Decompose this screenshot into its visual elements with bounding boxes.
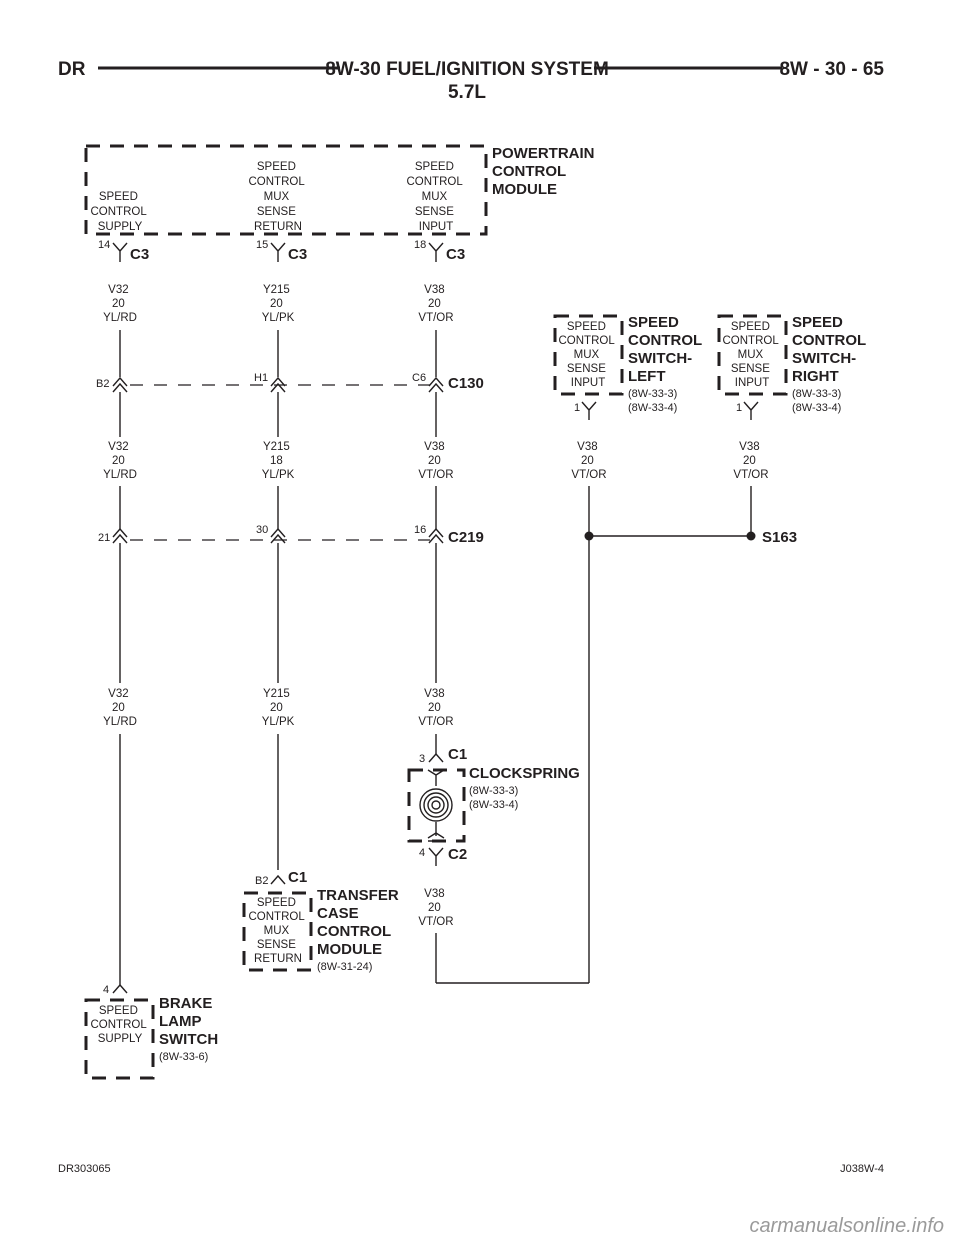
- footer-left: DR303065: [58, 1163, 111, 1175]
- tccm-c1-label: C1: [288, 869, 307, 886]
- svg-text:15: 15: [256, 239, 268, 251]
- clockspring-refs: (8W-33-3) (8W-33-4): [469, 785, 521, 811]
- pcm-pin-14: 14 C3: [98, 239, 149, 263]
- pcm-label: POWERTRAIN CONTROL MODULE: [492, 145, 599, 198]
- switch-right-refs: (8W-33-3) (8W-33-4): [792, 388, 844, 414]
- svg-text:C3: C3: [446, 246, 465, 263]
- page-header: DR 8W-30 FUEL/IGNITION SYSTEM 8W - 30 - …: [58, 59, 884, 103]
- clockspring-pin-4: [428, 847, 444, 866]
- pcm-func-return: SPEED CONTROL MUX SENSE RETURN: [248, 161, 307, 233]
- c130-pin-h1-label: H1: [254, 372, 268, 384]
- svg-text:14: 14: [98, 239, 110, 251]
- connector-c130: B2 H1 C6 C130: [96, 372, 484, 393]
- wire-label-y215-b: Y215 18 YL/PK: [262, 441, 295, 481]
- brake-lamp-switch: 4 SPEED CONTROL SUPPLY BRAKE LAMP SWITCH…: [84, 983, 218, 1080]
- tccm-pin-b2: [270, 874, 286, 885]
- clockspring-coil-icon: [419, 788, 453, 822]
- brake-label: BRAKE LAMP SWITCH: [159, 995, 218, 1048]
- splice-s163: S163: [584, 529, 797, 983]
- clockspring-pin-3-label: 3: [419, 753, 425, 765]
- switch-left-label: SPEED CONTROL SWITCH- LEFT: [628, 314, 706, 385]
- tccm-pin-b2-label: B2: [255, 875, 268, 887]
- tccm-func: SPEED CONTROL MUX SENSE RETURN: [248, 897, 307, 965]
- wire-label-v38-left: V38 20 VT/OR: [571, 441, 606, 481]
- splice-label: S163: [762, 529, 797, 546]
- wire-label-v38-d: V38 20 VT/OR: [418, 888, 453, 928]
- c130-label: C130: [448, 375, 484, 392]
- pcm-pin-18: 18 C3: [414, 239, 465, 263]
- header-right: 8W - 30 - 65: [779, 59, 884, 80]
- svg-text:C3: C3: [130, 246, 149, 263]
- clockspring-outline: [407, 768, 466, 843]
- c130-pin-h1: [270, 376, 286, 393]
- switch-right-func: SPEED CONTROL MUX SENSE INPUT: [722, 321, 781, 389]
- c130-pin-c6-label: C6: [412, 372, 426, 384]
- header-left: DR: [58, 59, 86, 80]
- c219-pin-21-label: 21: [98, 532, 110, 544]
- clockspring: 3 C1 CLOCKSPRING (8W-33-3) (8W-33-4) 4 C…: [407, 746, 580, 983]
- pcm-func-supply: SPEED CONTROL SUPPLY: [90, 191, 149, 233]
- header-title: 8W-30 FUEL/IGNITION SYSTEM: [325, 59, 609, 80]
- wire-label-v38-b: V38 20 VT/OR: [418, 441, 453, 481]
- wire-label-v38-right: V38 20 VT/OR: [733, 441, 768, 481]
- clockspring-bottom-lead: [427, 822, 445, 842]
- transfer-case-control-module: B2 C1 SPEED CONTROL MUX SENSE RETURN TRA…: [242, 869, 403, 973]
- c219-pin-21: [112, 527, 128, 544]
- switch-right-outline: [717, 314, 788, 396]
- c219-pin-30: [270, 527, 286, 544]
- switch-left-refs: (8W-33-3) (8W-33-4): [628, 388, 680, 414]
- clockspring-pin-4-label: 4: [419, 847, 425, 859]
- switch-left-pin-label: 1: [574, 402, 580, 414]
- c130-pin-b2: [112, 376, 128, 393]
- brake-ref: (8W-33-6): [159, 1051, 208, 1063]
- c130-pin-c6: [428, 376, 444, 393]
- wire-label-v32-c: V32 20 YL/RD: [103, 688, 137, 728]
- clockspring-c2-label: C2: [448, 846, 467, 863]
- header-subtitle: 5.7L: [448, 82, 486, 103]
- brake-pin-4: [112, 983, 128, 994]
- wire-label-y215-a: Y215 20 YL/PK: [262, 284, 295, 324]
- c219-pin-30-label: 30: [256, 524, 268, 536]
- switch-left-func: SPEED CONTROL MUX SENSE INPUT: [558, 321, 617, 389]
- clockspring-top-lead: [427, 769, 445, 786]
- wire-label-v32-a: V32 20 YL/RD: [103, 284, 137, 324]
- clockspring-label: CLOCKSPRING: [469, 765, 580, 782]
- speed-control-switch-right: SPEED CONTROL MUX SENSE INPUT SPEED CONT…: [717, 314, 870, 536]
- tccm-ref: (8W-31-24): [317, 961, 372, 973]
- pcm-pin-15: 15 C3: [256, 239, 307, 263]
- switch-right-pin-label: 1: [736, 402, 742, 414]
- tccm-label: TRANSFER CASE CONTROL MODULE: [317, 887, 403, 958]
- clockspring-pin-3: [428, 752, 444, 763]
- footer-right: J038W-4: [840, 1163, 884, 1175]
- wire-label-v38-c: V38 20 VT/OR: [418, 688, 453, 728]
- brake-pin-4-label: 4: [103, 984, 109, 996]
- brake-func: SPEED CONTROL SUPPLY: [90, 1005, 149, 1045]
- speed-control-switch-left: SPEED CONTROL MUX SENSE INPUT SPEED CONT…: [553, 314, 706, 536]
- clockspring-c1-label: C1: [448, 746, 467, 763]
- splice-dot-right: [746, 531, 756, 541]
- switch-right-label: SPEED CONTROL SWITCH- RIGHT: [792, 314, 870, 385]
- pcm-outline: [84, 144, 488, 236]
- pcm-func-input: SPEED CONTROL MUX SENSE INPUT: [406, 161, 465, 233]
- wire-label-v38-a: V38 20 VT/OR: [418, 284, 453, 324]
- svg-text:C3: C3: [288, 246, 307, 263]
- connector-c219: 21 30 16 C219: [98, 524, 484, 546]
- wire-label-y215-c: Y215 20 YL/PK: [262, 688, 295, 728]
- powertrain-control-module: SPEED CONTROL SUPPLY SPEED CONTROL MUX S…: [84, 144, 599, 263]
- svg-text:18: 18: [414, 239, 426, 251]
- switch-right-pin: [743, 401, 759, 420]
- switch-left-pin: [581, 401, 597, 420]
- c219-pin-16-label: 16: [414, 524, 426, 536]
- c219-label: C219: [448, 529, 484, 546]
- watermark: carmanualsonline.info: [749, 1215, 944, 1237]
- switch-left-outline: [553, 314, 624, 396]
- tccm-outline: [242, 891, 313, 972]
- c130-pin-b2-label: B2: [96, 378, 109, 390]
- c219-pin-16: [428, 527, 444, 544]
- brake-outline: [84, 998, 155, 1080]
- wire-label-v32-b: V32 20 YL/RD: [103, 441, 137, 481]
